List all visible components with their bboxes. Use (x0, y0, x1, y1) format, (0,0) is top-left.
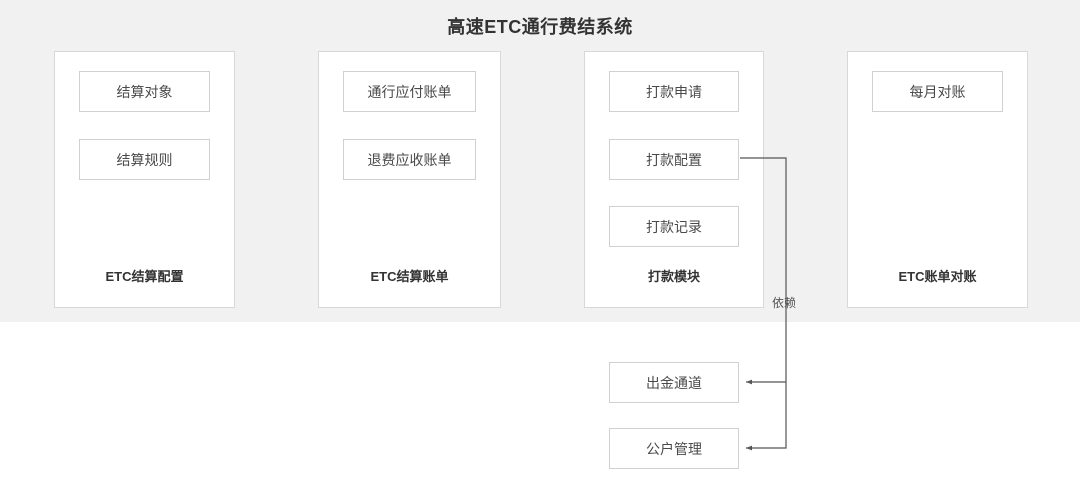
module-item-payment-config[interactable]: 打款配置 (609, 139, 739, 180)
module-item-payment-application[interactable]: 打款申请 (609, 71, 739, 112)
module-item-monthly-reconciliation[interactable]: 每月对账 (872, 71, 1003, 112)
module-item-settlement-object[interactable]: 结算对象 (79, 71, 210, 112)
module-column-etc-settlement-bill: 通行应付账单 退费应收账单 ETC结算账单 (318, 51, 501, 308)
module-column-etc-bill-reconciliation: 每月对账 ETC账单对账 (847, 51, 1028, 308)
external-box-withdraw-channel[interactable]: 出金通道 (609, 362, 739, 403)
module-column-label-etc-bill-reconciliation: ETC账单对账 (898, 269, 977, 284)
module-column-label-payment-module: 打款模块 (647, 269, 700, 284)
external-box-corporate-account-management[interactable]: 公户管理 (609, 428, 739, 469)
module-item-settlement-rule[interactable]: 结算规则 (79, 139, 210, 180)
module-item-refund-receivable-bill[interactable]: 退费应收账单 (343, 139, 476, 180)
module-column-etc-settlement-config: 结算对象 结算规则 ETC结算配置 (54, 51, 235, 308)
diagram-title: 高速ETC通行费结系统 (447, 17, 633, 37)
module-column-payment-module: 打款申请 打款配置 打款记录 打款模块 (584, 51, 764, 308)
module-column-label-etc-settlement-config: ETC结算配置 (105, 269, 184, 284)
module-item-payment-record[interactable]: 打款记录 (609, 206, 739, 247)
connector-label-dependency: 依赖 (772, 296, 797, 310)
module-column-label-etc-settlement-bill: ETC结算账单 (370, 269, 449, 284)
module-item-payable-bill[interactable]: 通行应付账单 (343, 71, 476, 112)
